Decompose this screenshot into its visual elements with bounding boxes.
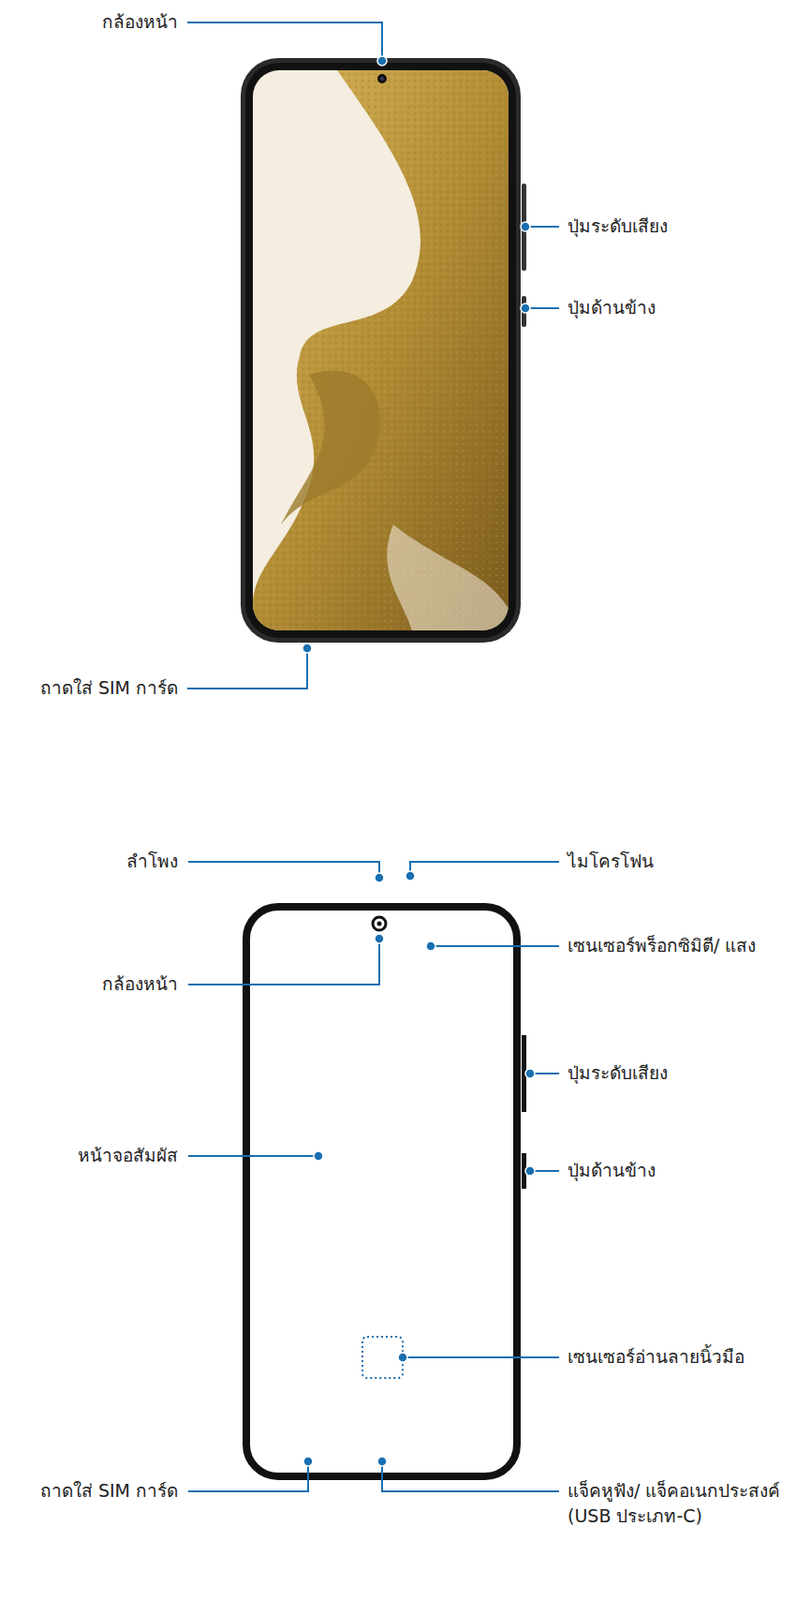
- part-label: กล้องหน้า: [102, 9, 178, 35]
- phone-front: [240, 58, 527, 643]
- part-label: หน้าจอสัมผัส: [77, 1142, 178, 1168]
- part-label: ลำโพง: [126, 848, 178, 874]
- part-label: เซนเซอร์พร็อกซิมิตี/ แสง: [567, 932, 756, 959]
- phone-outline: [246, 906, 527, 1476]
- part-label: ปุ่มระดับเสียง: [567, 1060, 668, 1086]
- part-label: เซนเซอร์อ่านลายนิ้วมือ: [567, 1343, 745, 1370]
- part-label: ปุ่มด้านข้าง: [567, 1157, 656, 1183]
- leader-lines: [187, 22, 560, 1491]
- part-label: แจ็คหูฟัง/ แจ็คอเนกประสงค์ (USB ประเภท-C…: [567, 1477, 804, 1529]
- part-label: ถาดใส่ SIM การ์ด: [40, 675, 178, 701]
- part-label: ปุ่มด้านข้าง: [567, 294, 656, 321]
- leader-dots: [302, 56, 535, 1466]
- part-label: ไมโครโฟน: [567, 848, 654, 874]
- part-label: ถาดใส่ SIM การ์ด: [40, 1477, 178, 1504]
- part-label: กล้องหน้า: [102, 971, 178, 997]
- part-label: ปุ่มระดับเสียง: [567, 213, 668, 239]
